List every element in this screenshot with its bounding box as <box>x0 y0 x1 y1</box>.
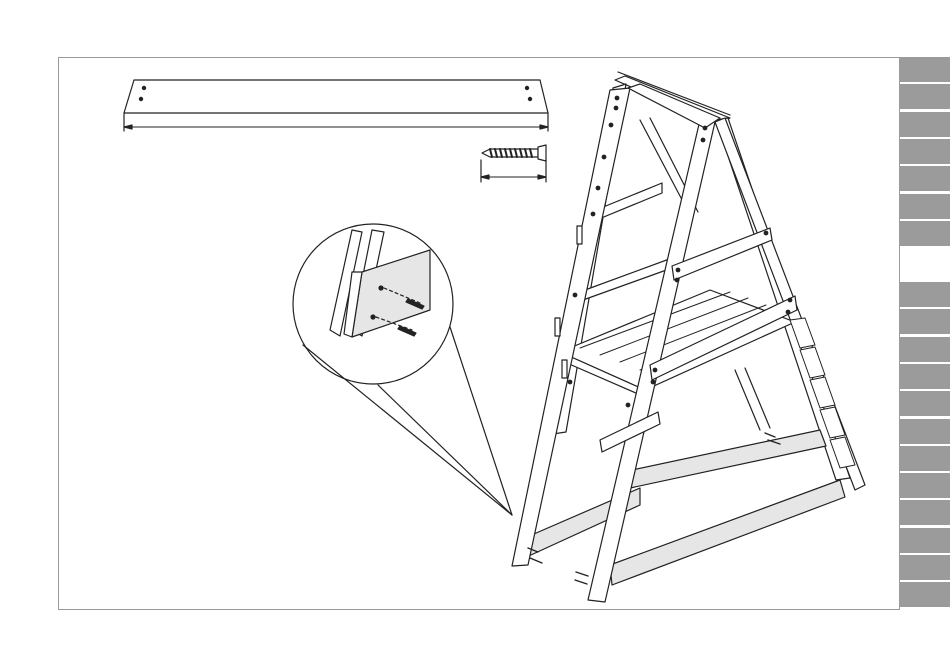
screw-part <box>481 145 546 182</box>
detail-magnifier <box>293 224 512 515</box>
plank-part <box>124 80 548 131</box>
a-frame-assembly <box>512 72 865 602</box>
